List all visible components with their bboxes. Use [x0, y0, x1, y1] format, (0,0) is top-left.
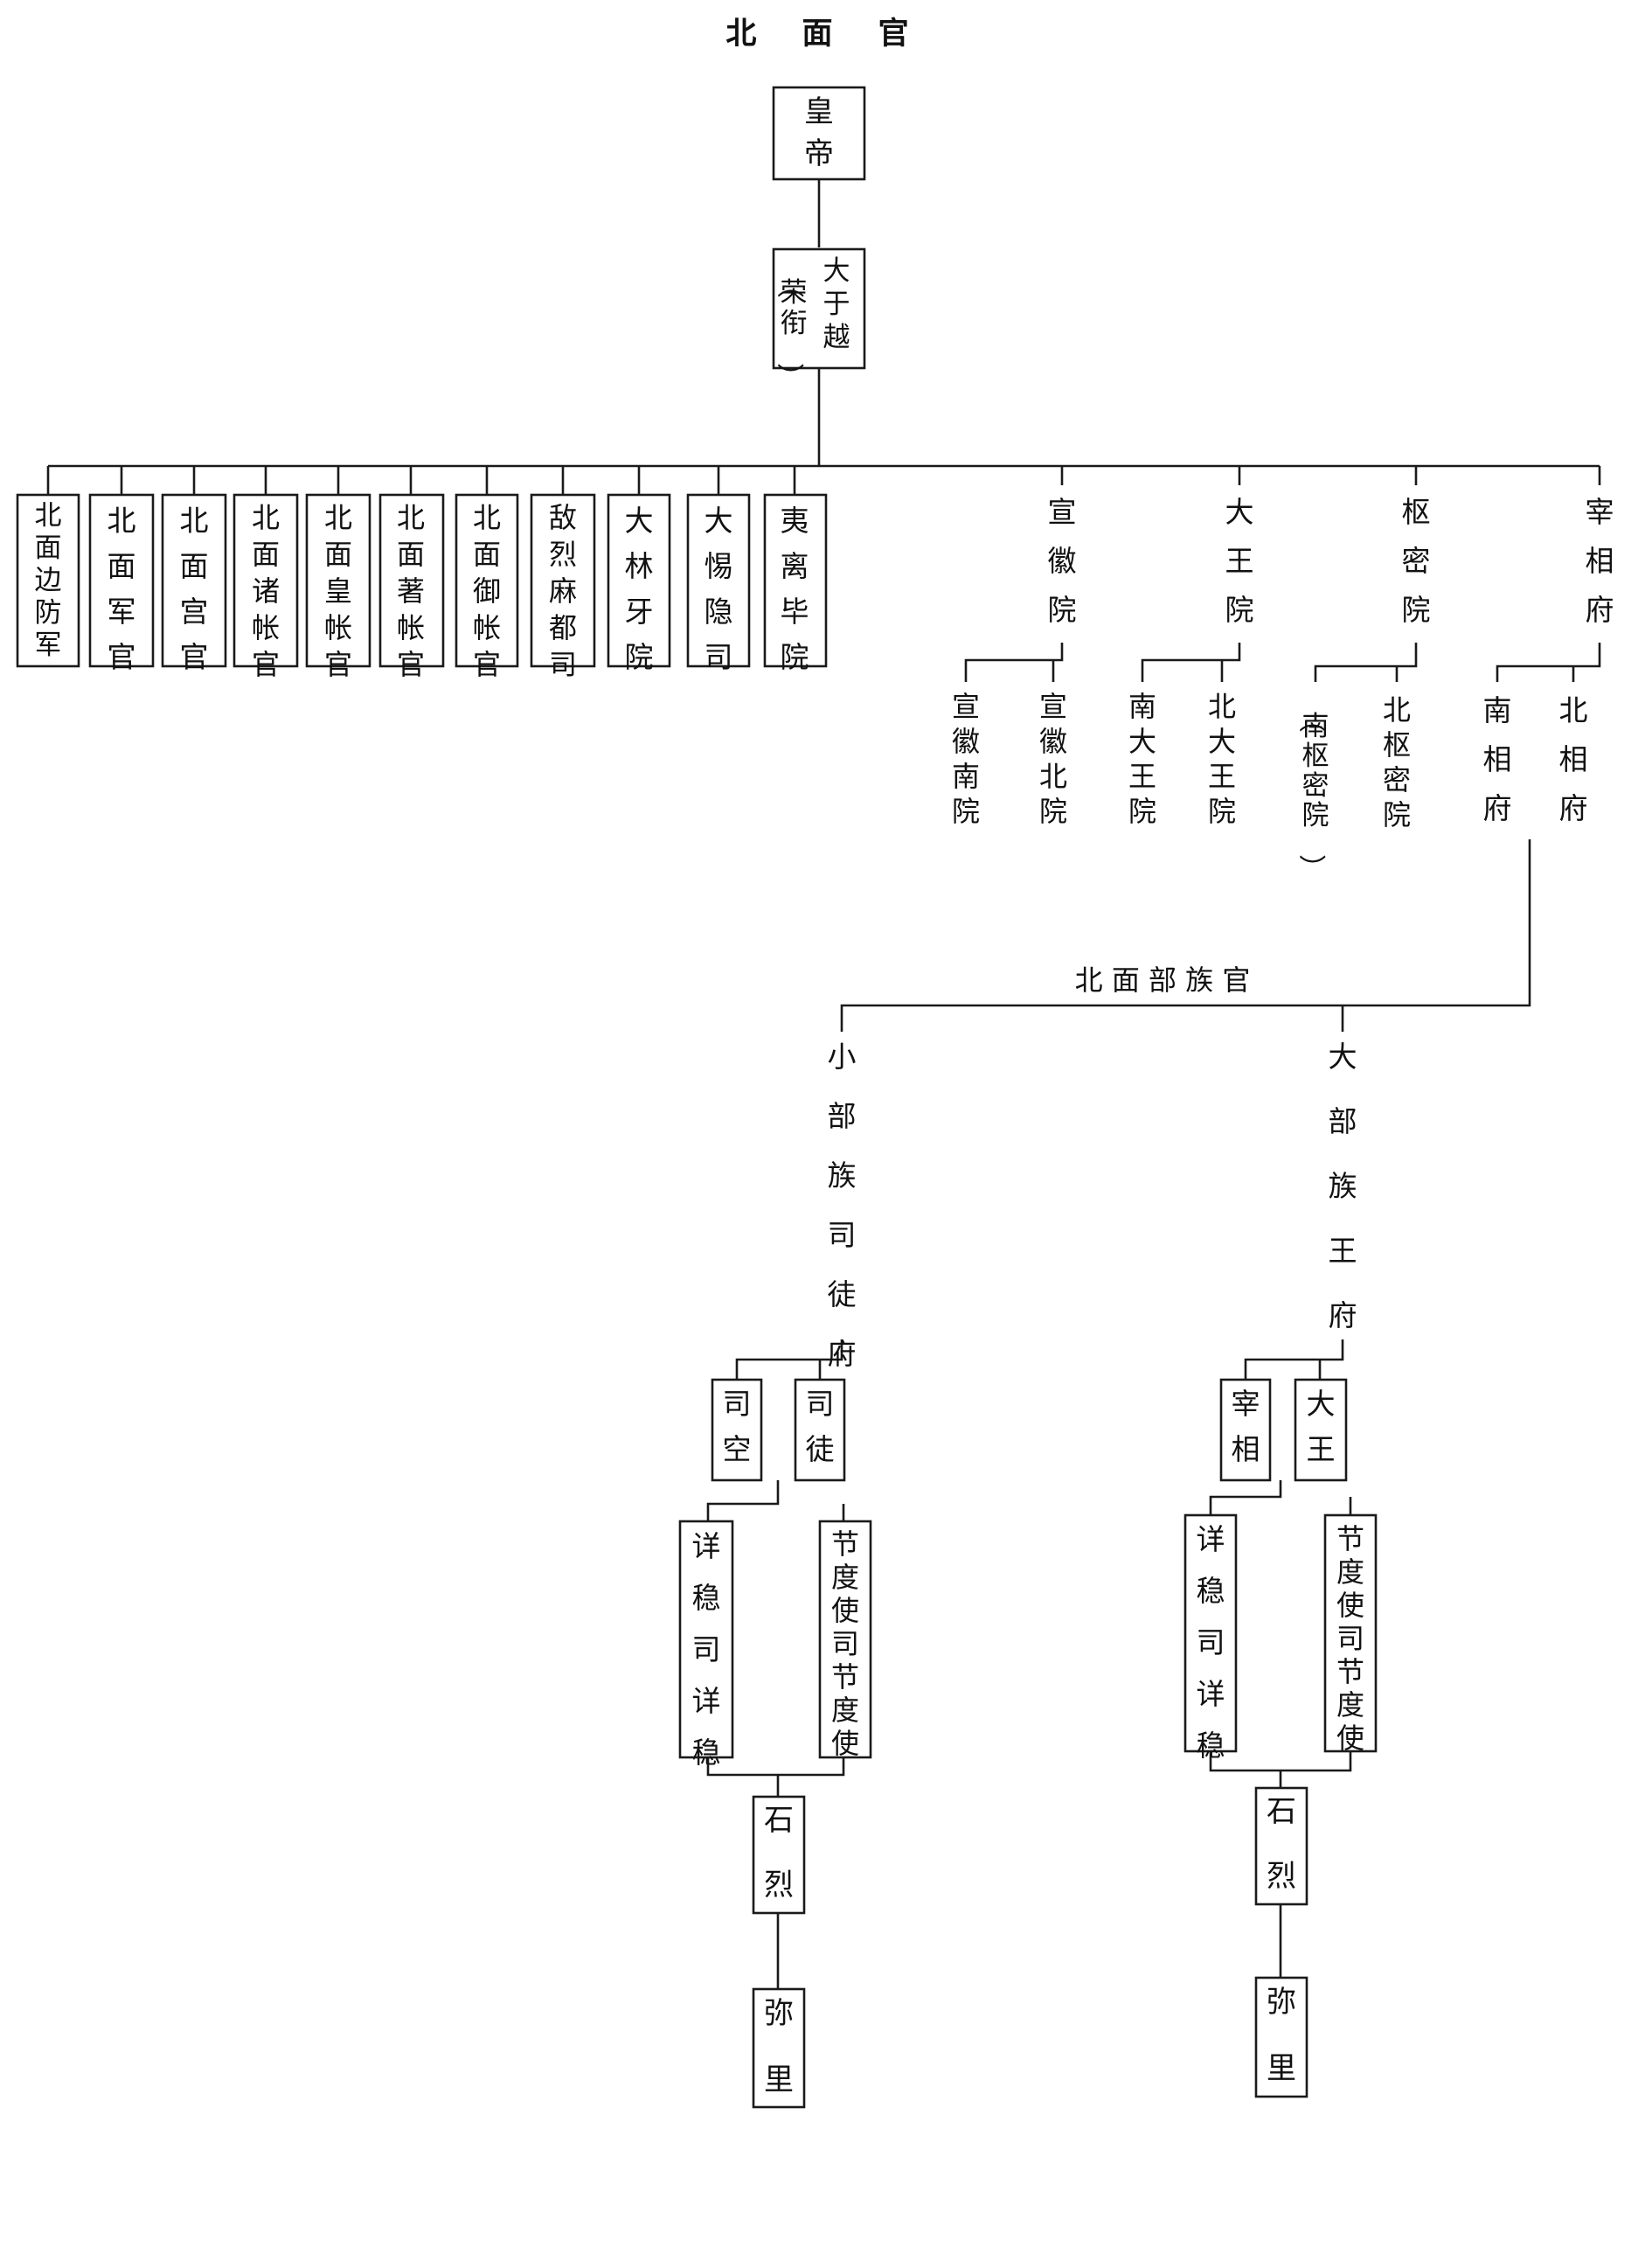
- node-big-zaixiang: 宰相: [1232, 1387, 1260, 1466]
- node-zhuzhangguan: 北面诸帐官: [252, 501, 280, 681]
- node-zaixiang: 宰相府: [1586, 495, 1614, 627]
- node-dawang: 大王院: [1225, 495, 1254, 627]
- node-nan-shumi: （南枢密院）: [1295, 706, 1329, 881]
- node-bei-shumi: 北枢密院: [1383, 693, 1411, 831]
- node-xuanhui-bei: 宣徽北院: [1039, 690, 1067, 828]
- node-junguan: 北面军官: [108, 504, 136, 674]
- node-small-jiedu: 节度使司节度使: [831, 1527, 859, 1760]
- node-small-xiangwen: 详稳司详稳: [692, 1529, 721, 1770]
- node-huangzhangguan: 北面皇帐官: [324, 501, 352, 681]
- node-bei-dawang: 北大王院: [1208, 690, 1236, 828]
- node-big-shilie: 石烈: [1267, 1794, 1296, 1894]
- node-small-mili: 弥里: [764, 1996, 794, 2097]
- node-dachang: 大惕隐司: [705, 504, 733, 674]
- node-labels: 皇帝 大于越 （荣衔） 北面边防军 北面军官 北面宫官 北面诸帐官 北面皇帐官 …: [35, 94, 1614, 2097]
- node-dalinya: 大林牙院: [625, 504, 654, 674]
- node-big-xiangwen: 详稳司详稳: [1197, 1522, 1225, 1763]
- node-sikong: 司空: [723, 1387, 752, 1466]
- node-dielie: 敌烈麻都司: [549, 501, 577, 681]
- chart-title: 北 面 官: [725, 16, 926, 52]
- node-big-mili: 弥里: [1267, 1985, 1296, 2086]
- node-gongguan: 北面宫官: [180, 504, 209, 674]
- node-shumi: 枢密院: [1402, 495, 1431, 627]
- node-emperor: 皇帝: [804, 94, 834, 171]
- node-dayuyue: 大于越: [823, 255, 850, 353]
- node-big-dawang: 大王: [1307, 1387, 1336, 1466]
- node-bianfangjun: 北面边防军: [35, 500, 62, 661]
- node-small-tribe: 小部族司徒府: [828, 1040, 857, 1371]
- connector-lines: [46, 179, 1601, 1989]
- node-nan-dawang: 南大王院: [1128, 690, 1156, 828]
- node-small-shilie: 石烈: [764, 1803, 794, 1903]
- node-zhuzhang2guan: 北面著帐官: [397, 501, 425, 681]
- node-yuzhangguan: 北面御帐官: [473, 501, 501, 681]
- node-xuanhui-nan: 宣徽南院: [952, 690, 980, 828]
- node-bei-xiang: 北相府: [1559, 693, 1588, 825]
- node-xuanhui: 宣徽院: [1048, 495, 1077, 627]
- node-yili: 夷离毕院: [781, 504, 809, 674]
- node-dayuyue-note: （荣衔）: [774, 271, 808, 390]
- node-situ: 司徒: [806, 1387, 835, 1466]
- box-outlines: [16, 86, 1378, 2109]
- node-big-tribe: 大部族王府: [1329, 1040, 1357, 1332]
- node-nan-xiang: 南相府: [1483, 693, 1512, 825]
- section-label-tribal-officials: 北 面 部 族 官: [1075, 963, 1251, 997]
- node-big-jiedu: 节度使司节度使: [1336, 1522, 1364, 1755]
